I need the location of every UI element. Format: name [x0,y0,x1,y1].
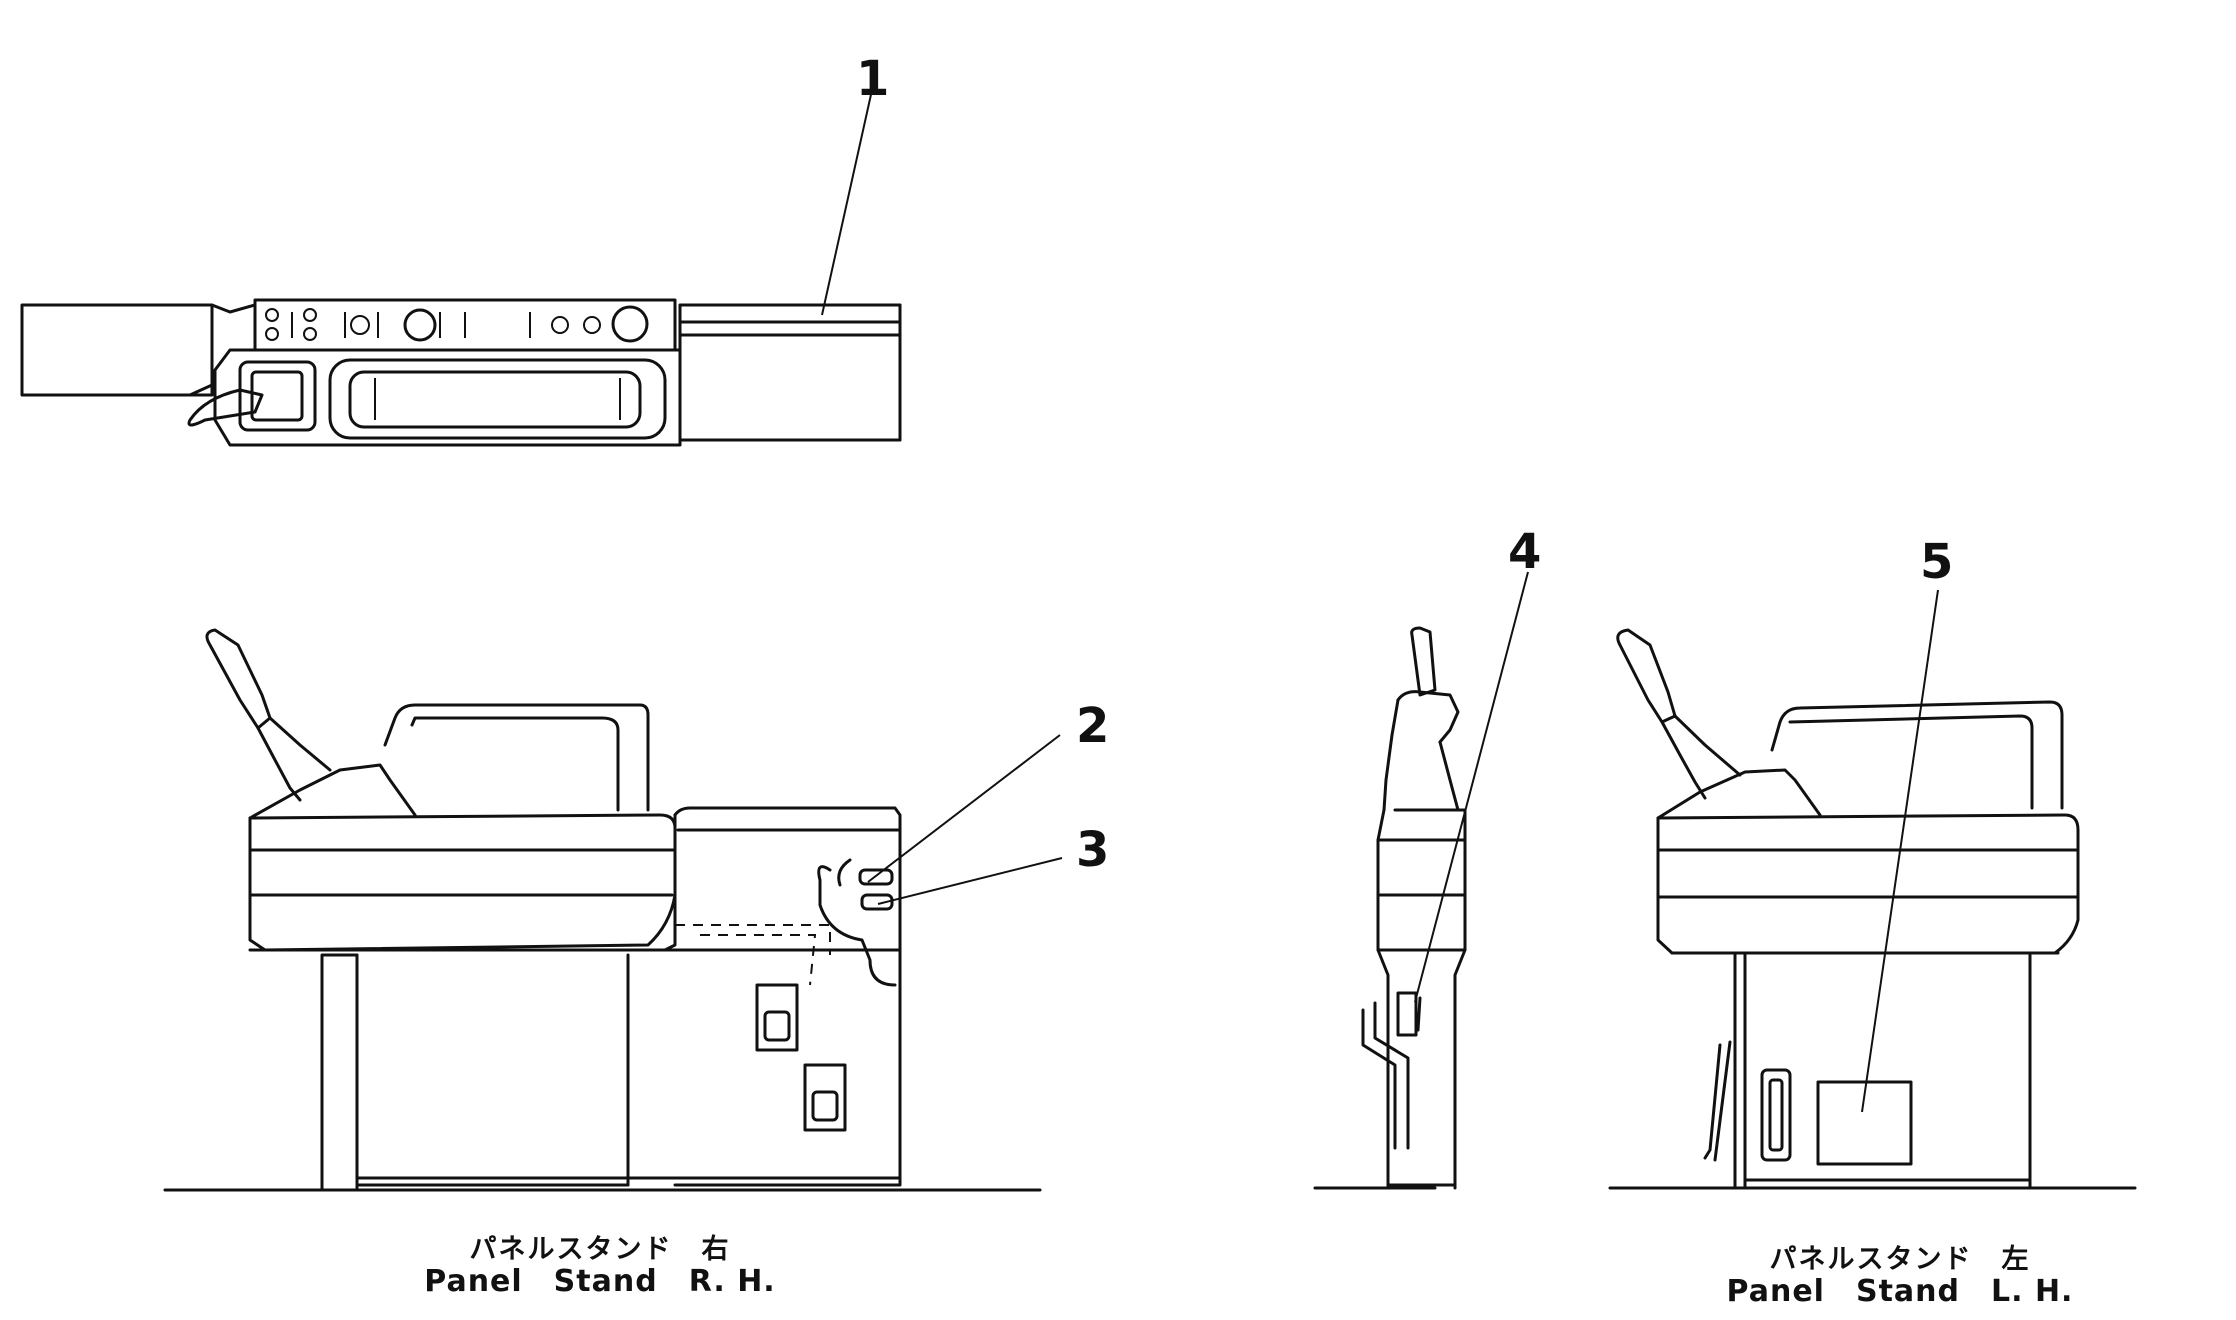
leader-3 [877,857,1063,905]
caption-rh: パネルスタンド 右 Panel Stand R. H. [400,1234,800,1300]
rh-stand-view [163,628,1042,1192]
callout-2: 2 [1076,698,1109,754]
caption-lh-en: Panel Stand L. H. [1726,1274,2074,1310]
callout-1: 1 [856,51,889,107]
lh-stand-side-view [1608,628,2137,1190]
caption-rh-jp: パネルスタンド 右 [469,1234,731,1265]
top-view [20,298,902,447]
lh-stand-front-view [1313,626,1467,1190]
leader-4 [1414,571,1529,1003]
caption-rh-en: Panel Stand R. H. [424,1264,776,1300]
leader-5 [1861,589,1939,1113]
leader-lines [821,89,1939,1113]
leader-2 [867,734,1061,883]
leader-1 [821,89,873,316]
callout-3: 3 [1076,822,1109,878]
callout-4: 4 [1508,524,1541,580]
caption-lh: パネルスタンド 左 Panel Stand L. H. [1700,1244,2100,1310]
callout-5: 5 [1920,534,1953,590]
caption-lh-jp: パネルスタンド 左 [1769,1244,2031,1275]
